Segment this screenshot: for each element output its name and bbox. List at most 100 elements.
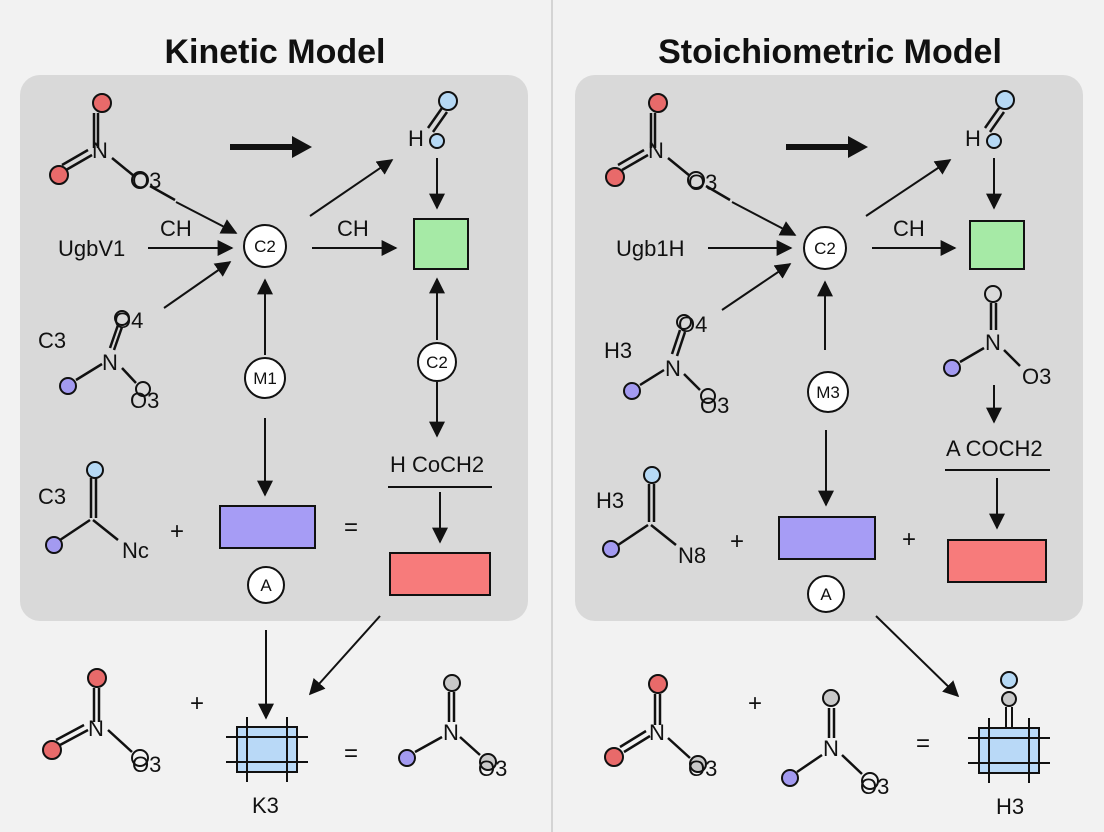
blue-atom: [429, 133, 445, 149]
arrow-to-h3-box: [875, 615, 960, 698]
oxygen-atom: [131, 749, 149, 767]
red-atom: [92, 93, 112, 113]
label-o3-right: O3: [1022, 364, 1052, 389]
equals-operator: =: [344, 740, 359, 767]
label-o3: O3: [478, 756, 508, 781]
equals-operator: =: [344, 514, 359, 541]
node-a-label: A: [820, 585, 832, 604]
plus-operator: +: [902, 526, 917, 553]
label-ug: Ugb1H: [616, 236, 685, 261]
label-n: N: [648, 138, 664, 163]
red-atom: [87, 668, 107, 688]
bottom-left-nitro-b: [414, 692, 481, 756]
left-nitro-molecule-mid: [75, 324, 137, 384]
node-c2-right-label: C2: [426, 353, 448, 372]
label-o3: O3: [132, 752, 162, 777]
blue-atom: [86, 461, 104, 479]
red-box: [947, 539, 1047, 583]
arrow-c2-to-h: [865, 159, 952, 217]
reaction-arrowhead: [848, 136, 868, 158]
node-a-label: A: [260, 576, 272, 595]
label-o3-mid: O3: [700, 393, 730, 418]
arrow-o4-to-c2: [163, 261, 232, 309]
label-ch-in: CH: [160, 216, 192, 241]
plus-operator: +: [190, 690, 205, 717]
bottom-right-nitro-b: [796, 708, 863, 775]
label-k3: K3: [252, 793, 279, 818]
gray-atom: [1001, 691, 1017, 707]
oxygen-atom: [114, 310, 130, 326]
node-c2-center-label: C2: [814, 239, 836, 258]
label-ug: UgbV1: [58, 236, 126, 261]
green-box: [413, 218, 469, 270]
label-o3: O3: [132, 168, 162, 193]
label-ch-out: CH: [337, 216, 369, 241]
label-c3-bottom: C3: [38, 484, 67, 509]
right-amide-molecule: [617, 484, 677, 547]
label-n: N: [443, 720, 459, 745]
blue-atom: [438, 91, 458, 111]
label-ch-out: CH: [893, 216, 925, 241]
label-n: N: [88, 716, 104, 741]
blue-atom: [986, 133, 1002, 149]
label-n: N: [92, 138, 108, 163]
node-m3: [807, 371, 849, 413]
left-panel-title: Kinetic Model: [164, 33, 386, 71]
right-nitro-molecule-side: [959, 303, 1021, 367]
purple-atom: [59, 377, 77, 395]
oxygen-atom: [131, 171, 149, 189]
purple-atom: [45, 536, 63, 554]
label-n: N: [649, 720, 665, 745]
left-nitro-molecule-top: [61, 113, 176, 202]
left-amide-molecule: [59, 478, 119, 542]
h3-box-ticks: [968, 718, 1050, 783]
blue-atom: [995, 90, 1015, 110]
plus-operator: +: [170, 518, 185, 545]
label-o4: O4: [114, 308, 144, 333]
double-bond: [983, 107, 1001, 129]
node-c2-center: [243, 224, 287, 268]
gray-atom: [689, 755, 707, 773]
label-c3: C3: [38, 328, 67, 353]
purple-atom: [943, 359, 961, 377]
double-bond: [988, 111, 1006, 133]
arrow-o4-to-c2: [721, 263, 792, 311]
label-nc: Nc: [122, 538, 149, 563]
label-h-coch2: H CoCH2: [390, 452, 485, 477]
k3-box-ticks: [226, 717, 308, 782]
node-c2-right: [417, 342, 457, 382]
label-h: H: [408, 126, 424, 151]
oxygen-atom: [861, 772, 879, 790]
plus-operator: +: [748, 690, 763, 717]
plus-operator: +: [730, 528, 745, 555]
double-bond: [426, 107, 444, 129]
blue-atom: [1000, 671, 1018, 689]
label-n: N: [665, 356, 681, 381]
label-o3: O3: [688, 170, 718, 195]
label-h3-bottom: H3: [596, 488, 625, 513]
label-a-coch2: A COCH2: [946, 436, 1043, 461]
label-n: N: [823, 736, 839, 761]
arrow-o3-to-c2: [731, 201, 797, 236]
node-m1-label: M1: [253, 369, 277, 388]
red-atom: [49, 165, 69, 185]
gray-atom: [443, 674, 461, 692]
red-atom: [648, 93, 668, 113]
node-c2-center-label: C2: [254, 237, 276, 256]
node-a: [807, 575, 845, 613]
oxygen-atom: [700, 388, 716, 404]
node-a: [247, 566, 285, 604]
label-h: H: [965, 126, 981, 151]
equals-operator: =: [916, 730, 931, 757]
purple-atom: [398, 749, 416, 767]
right-nitro-molecule-mid: [639, 329, 701, 391]
node-m3-label: M3: [816, 383, 840, 402]
right-nitro-molecule-top: [617, 113, 731, 202]
arrow-red-to-k3: [308, 615, 381, 696]
oxygen-atom: [984, 285, 1002, 303]
node-m1: [244, 357, 286, 399]
left-panel-background: [20, 75, 528, 621]
purple-atom: [781, 769, 799, 787]
right-panel-title: Stoichiometric Model: [658, 33, 1002, 71]
